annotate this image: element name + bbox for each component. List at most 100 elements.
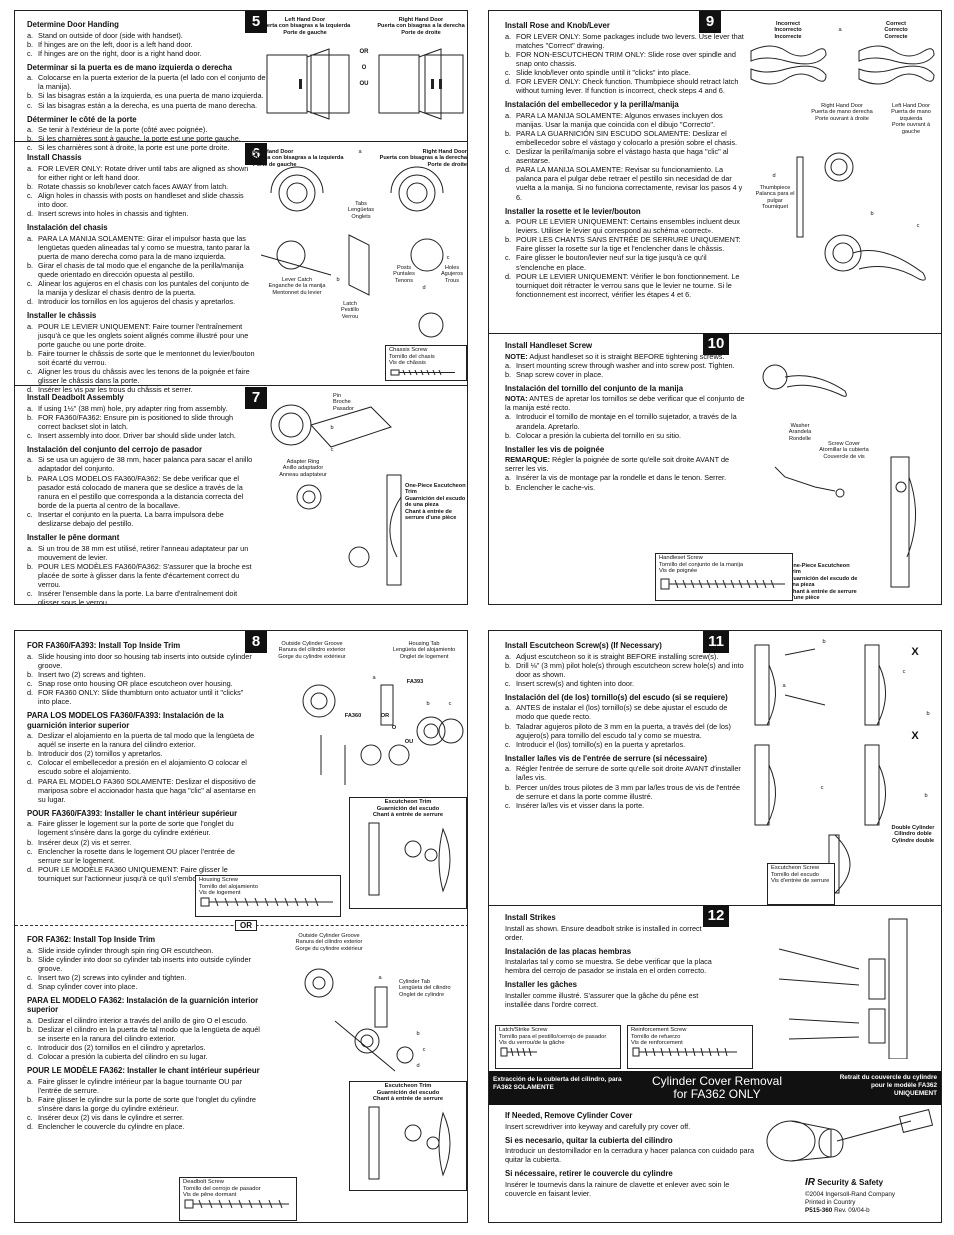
- instruction-item: c.Aligner les trous du châssis avec les …: [27, 367, 250, 386]
- section-heading: FOR FA362: Install Top Inside Trim: [27, 935, 156, 944]
- section-heading: Installer les vis de poignée: [505, 444, 605, 454]
- instruction-item: c.Si las bisagras están a la derecha, es…: [27, 100, 258, 110]
- instruction-item: b.Colocar a presión la cubierta del torn…: [505, 430, 682, 440]
- instruction-item: c.Colocar el embellecedor a presión en e…: [27, 758, 247, 777]
- section-heading: Installer le châssis: [27, 311, 97, 321]
- step-5-badge: 5: [245, 11, 267, 33]
- instruction-item: a.If using 1½" (38 mm) hole, pry adapter…: [27, 403, 228, 413]
- instruction-item: d.PARA LA MANIJA SOLAMENTE: Revisar su f…: [505, 165, 743, 202]
- instruction-item: b.FOR NON-ESCUTCHEON TRIM ONLY: Slide ro…: [505, 49, 736, 68]
- section-heading: Instalación de las placas hembras: [505, 946, 632, 956]
- panel-steps-11-12: 11 Install Escutcheon Screw(s) (If Neces…: [488, 630, 942, 1223]
- instruction-item: b.Deslizar el cilindro en la puerta de t…: [27, 1025, 260, 1044]
- instruction-item: b.Enclencher le cache-vis.: [505, 482, 596, 492]
- section-heading: Determinar si la puerta es de mano izqui…: [27, 62, 232, 72]
- section-heading: Install Rose and Knob/Lever: [505, 21, 610, 30]
- cylinder-cover-illustration: [761, 1109, 941, 1171]
- strikes-illustration: [759, 909, 941, 1060]
- step-9-badge: 9: [699, 11, 721, 33]
- section-heading: Instalación del (de los) tornillo(s) del…: [505, 692, 728, 702]
- instruction-item: c.If hinges are on the right, door is a …: [27, 48, 202, 58]
- instruction-item: b.Si las bisagras están a la izquierda, …: [27, 91, 264, 101]
- instruction-item: b.Girar el chasis de tal modo que el eng…: [27, 260, 244, 279]
- section-text: Instalarlas tal y como se muestra. Se de…: [505, 957, 712, 976]
- instruction-item: c.Enclencher la rosette dans le logement…: [27, 846, 235, 865]
- section-heading: Déterminer le côté de la porte: [27, 114, 137, 124]
- instruction-item: c.Deslizar la perilla/manija sobre el vá…: [505, 147, 729, 166]
- step-11-text: Install Escutcheon Screw(s) (If Necessar…: [505, 641, 745, 810]
- section-heading: Install Deadbolt Assembly: [27, 393, 124, 402]
- section-text: Insérer le tournevis dans la rainure de …: [505, 1179, 730, 1198]
- section-heading: Install Strikes: [505, 913, 556, 922]
- instruction-item: d.FOR LEVER ONLY: Check function. Thumbp…: [505, 76, 739, 96]
- instruction-item: b.Introducir dos (2) tornillos y apretar…: [27, 749, 163, 759]
- instruction-item: b.Rotate chassis so knob/lever catch fac…: [27, 181, 229, 191]
- instruction-item: d.POUR LE LEVIER UNIQUEMENT: Vérifier le…: [505, 271, 740, 299]
- instruction-item: d.Introducir los tornillos en los agujer…: [27, 297, 236, 307]
- panel-step-8: 8 FOR FA360/FA393: Install Top Inside Tr…: [14, 630, 468, 1223]
- section-text: Introducir un destornillador en la cerra…: [505, 1146, 755, 1165]
- instruction-item: c.Introducir el (los) tornillo(s) en la …: [505, 739, 686, 749]
- instruction-item: c.Insérer l'ensemble dans la porte. La b…: [27, 589, 238, 605]
- instruction-item: c.Slide knob/lever onto spindle until it…: [505, 67, 691, 77]
- instruction-item: b.If hinges are on the left, door is a l…: [27, 39, 193, 49]
- section-heading: Install Chassis: [27, 153, 82, 162]
- instruction-item: c.Si les charnières sont à droite, la po…: [27, 143, 230, 153]
- instruction-item: a.POUR LE LEVIER UNIQUEMENT: Certains en…: [505, 217, 740, 236]
- section-heading: Installer le pêne dormant: [27, 533, 120, 543]
- section-heading: Instalación del tornillo del conjunto de…: [505, 383, 684, 393]
- section-heading: Install Handleset Screw: [505, 341, 593, 350]
- step-10-badge: 10: [703, 333, 729, 355]
- instruction-item: c.Insérer la/les vis et visser dans la p…: [505, 800, 645, 810]
- instruction-item: a.POUR LE LEVIER UNIQUEMENT: Faire tourn…: [27, 321, 249, 349]
- strikes-drawing: [778, 918, 908, 1060]
- step-12-badge: 12: [703, 905, 729, 927]
- instruction-item: d.Enclencher le couvercle du cylindre en…: [27, 1122, 185, 1132]
- brand-logo: IR Security & Safety: [805, 1177, 884, 1188]
- instruction-item: a.Se tenir à l'extérieur de la porte (cô…: [27, 125, 208, 135]
- instruction-item: a.Faire glisser le logement sur la porte…: [27, 819, 234, 838]
- or-label: OR: [235, 920, 257, 931]
- instruction-item: a.ANTES de instalar el (los) tornillo(s)…: [505, 703, 728, 722]
- instruction-item: a.Adjust escutcheon so it is straight BE…: [505, 651, 719, 661]
- section-heading: Install Escutcheon Screw(s) (If Necessar…: [505, 641, 662, 650]
- section-heading: Instalación del embellecedor y la perill…: [505, 100, 679, 110]
- instruction-item: c.Faire glisser le bouton/levier neuf su…: [505, 253, 707, 272]
- section-heading: POUR FA360/FA393: Installer le chant int…: [27, 808, 238, 818]
- instruction-item: a.Faire glisser le cylindre intérieur pa…: [27, 1076, 243, 1096]
- instruction-item: c.Insert two (2) screws into cylinder an…: [27, 972, 187, 982]
- instruction-item: a.Colocarse en la puerta exterior de la …: [27, 73, 266, 92]
- section-heading: Instalación del chasis: [27, 223, 108, 233]
- instruction-item: d.Snap cylinder cover into place.: [27, 981, 138, 991]
- instruction-item: c.Snap rose onto housing OR place escutc…: [27, 678, 233, 688]
- instruction-item: a.PARA LA MANIJA SOLAMENTE: Algunos enva…: [505, 110, 723, 129]
- instruction-item: d.PARA EL MODELO FA360 SOLAMENTE: Desliz…: [27, 776, 256, 804]
- deadbolt-drawing: [270, 404, 402, 586]
- instruction-item: b.PARA LA GUARNICIÓN SIN ESCUDO SOLAMENT…: [505, 128, 738, 147]
- instruction-item: c.Align holes in chassis with posts on h…: [27, 190, 244, 209]
- section-heading: If Needed, Remove Cylinder Cover: [505, 1111, 633, 1120]
- footer-info: ©2004 Ingersoll-Rand Company Printed in …: [805, 1191, 896, 1214]
- section-heading: PARA EL MODELO FA362: Instalación de la …: [27, 995, 259, 1015]
- instruction-item: a.Introducir el tornillo de montaje en e…: [505, 412, 737, 431]
- instruction-item: c.Introducir dos (2) tornillos en el cil…: [27, 1043, 206, 1053]
